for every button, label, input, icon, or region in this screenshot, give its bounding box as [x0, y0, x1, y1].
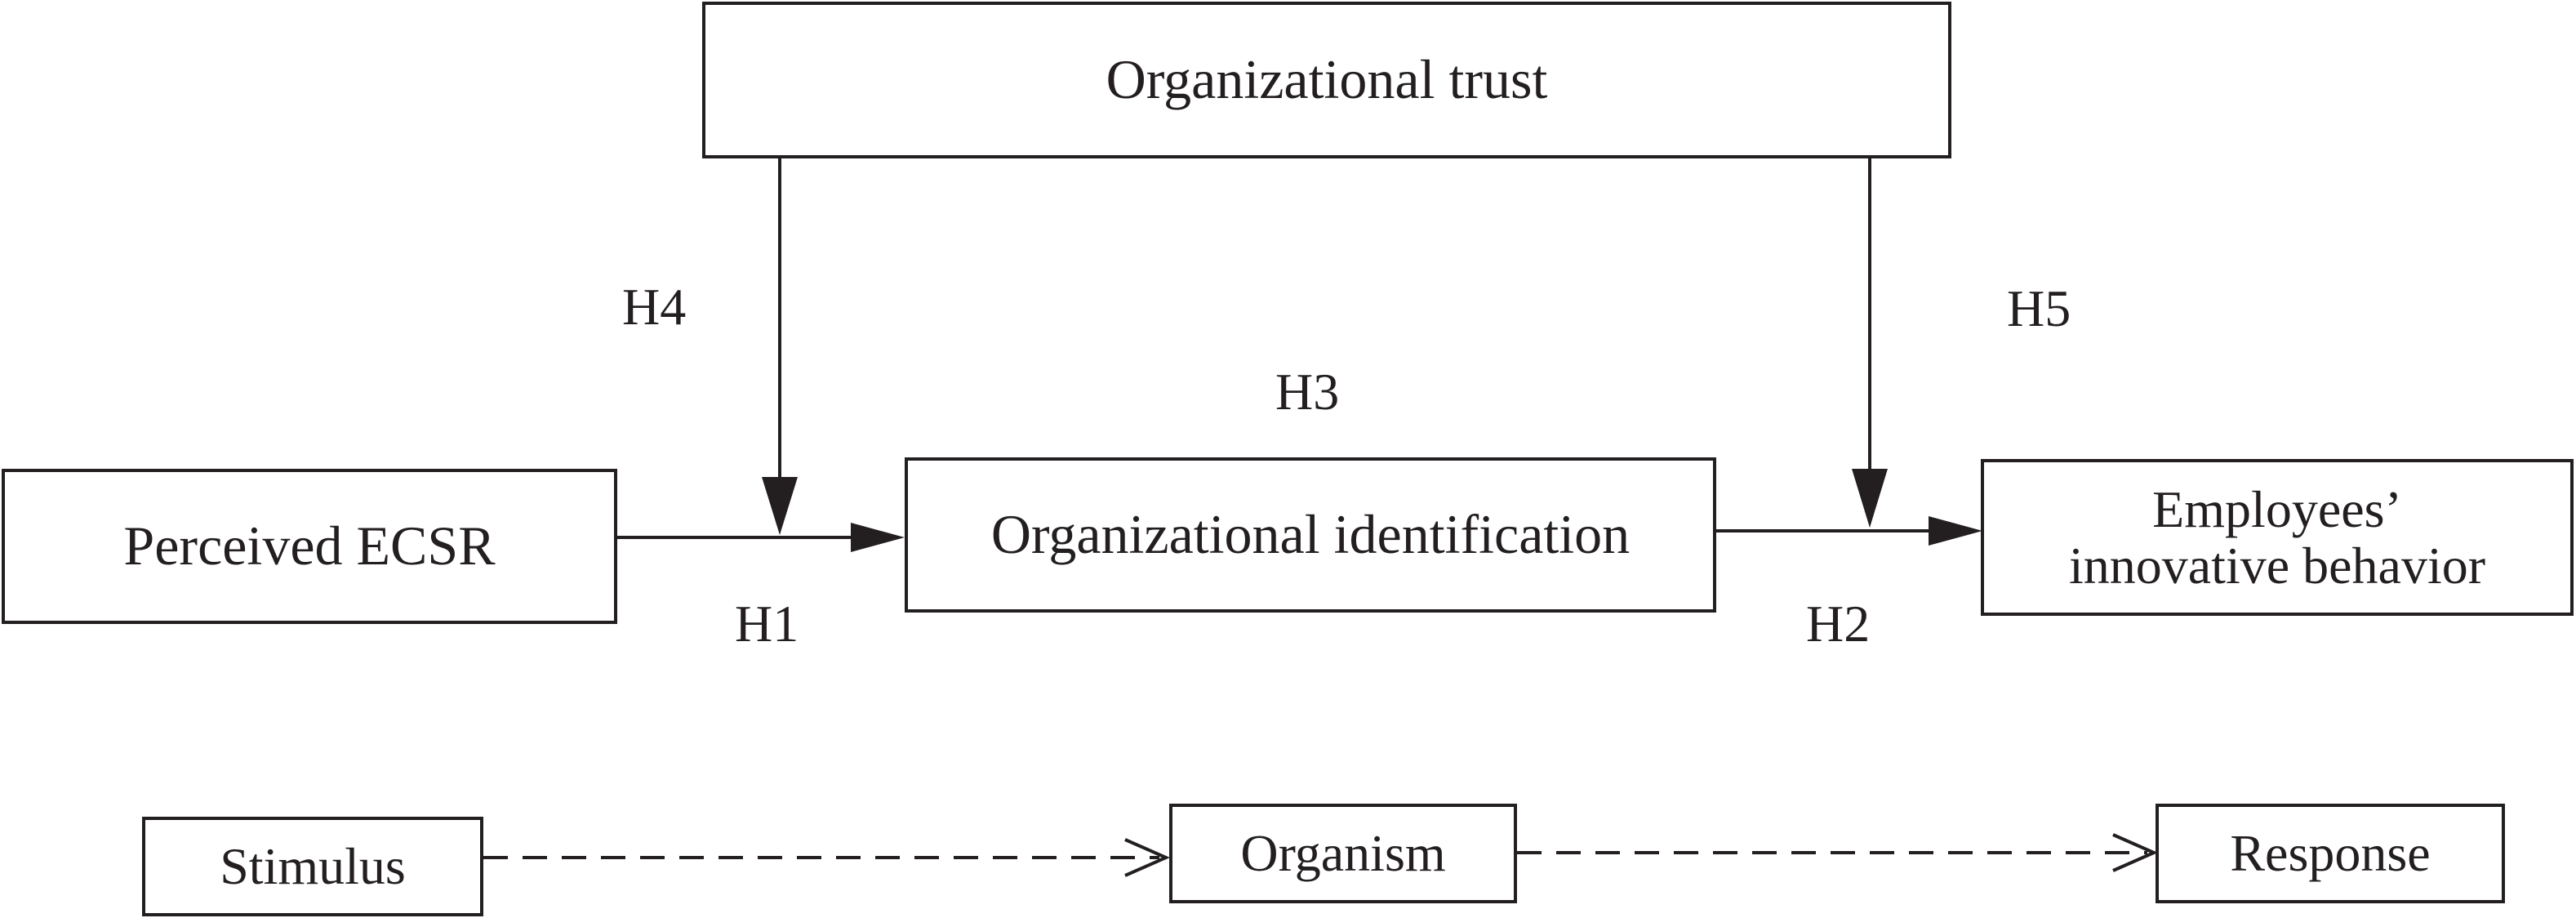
hypothesis-label-h1: H1	[735, 595, 799, 653]
node-organizational-identification-label: Organizational identification	[990, 503, 1631, 566]
node-organizational-identification: Organizational identification	[905, 457, 1716, 613]
node-stimulus: Stimulus	[142, 817, 483, 916]
node-perceived-ecsr: Perceived ECSR	[2, 469, 617, 624]
node-employees-innovative-behavior-label: Employees’ innovative behavior	[2068, 479, 2486, 595]
node-organizational-trust: Organizational trust	[702, 2, 1951, 158]
edge-h1-arrowhead	[851, 523, 905, 552]
node-organizational-trust-label: Organizational trust	[1106, 48, 1548, 111]
hypothesis-label-h2: H2	[1806, 595, 1871, 653]
edge-h4-arrowhead	[762, 477, 798, 535]
hypothesis-label-h4: H4	[622, 278, 687, 336]
hypothesis-label-h3: H3	[1275, 363, 1340, 421]
node-organism: Organism	[1169, 804, 1517, 903]
node-response: Response	[2156, 804, 2505, 903]
edge-h5-arrowhead	[1852, 469, 1888, 528]
node-employees-innovative-behavior: Employees’ innovative behavior	[1981, 459, 2574, 616]
hypothesis-label-h5: H5	[2007, 279, 2071, 337]
edge-organism-response-arrowhead	[2112, 833, 2158, 872]
node-perceived-ecsr-label: Perceived ECSR	[123, 515, 496, 577]
edge-stimulus-organism-arrowhead	[1124, 838, 1170, 877]
node-stimulus-label: Stimulus	[220, 837, 406, 896]
edge-h2-arrowhead	[1929, 516, 1982, 546]
node-response-label: Response	[2230, 824, 2431, 883]
node-organism-label: Organism	[1240, 824, 1446, 883]
